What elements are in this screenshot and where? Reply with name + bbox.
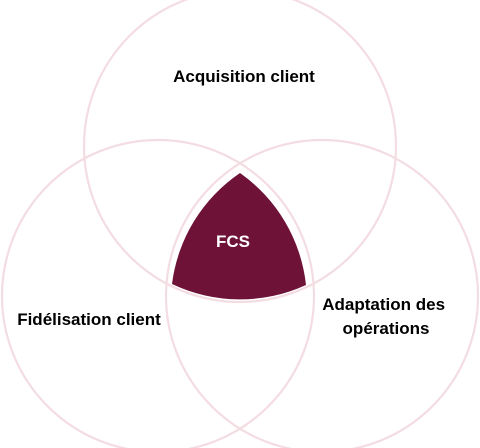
label-left: Fidélisation client [17,310,161,329]
label-right: Adaptation des opérations [322,295,450,338]
circle-left [0,138,316,448]
center-label: FCS [216,232,250,251]
center-intersection [172,173,306,300]
label-top: Acquisition client [173,67,315,86]
label-right-line-2: opérations [343,319,430,338]
circle-top [82,0,398,304]
label-right-line-1: Adaptation des [322,295,445,314]
circle-right [164,138,480,448]
